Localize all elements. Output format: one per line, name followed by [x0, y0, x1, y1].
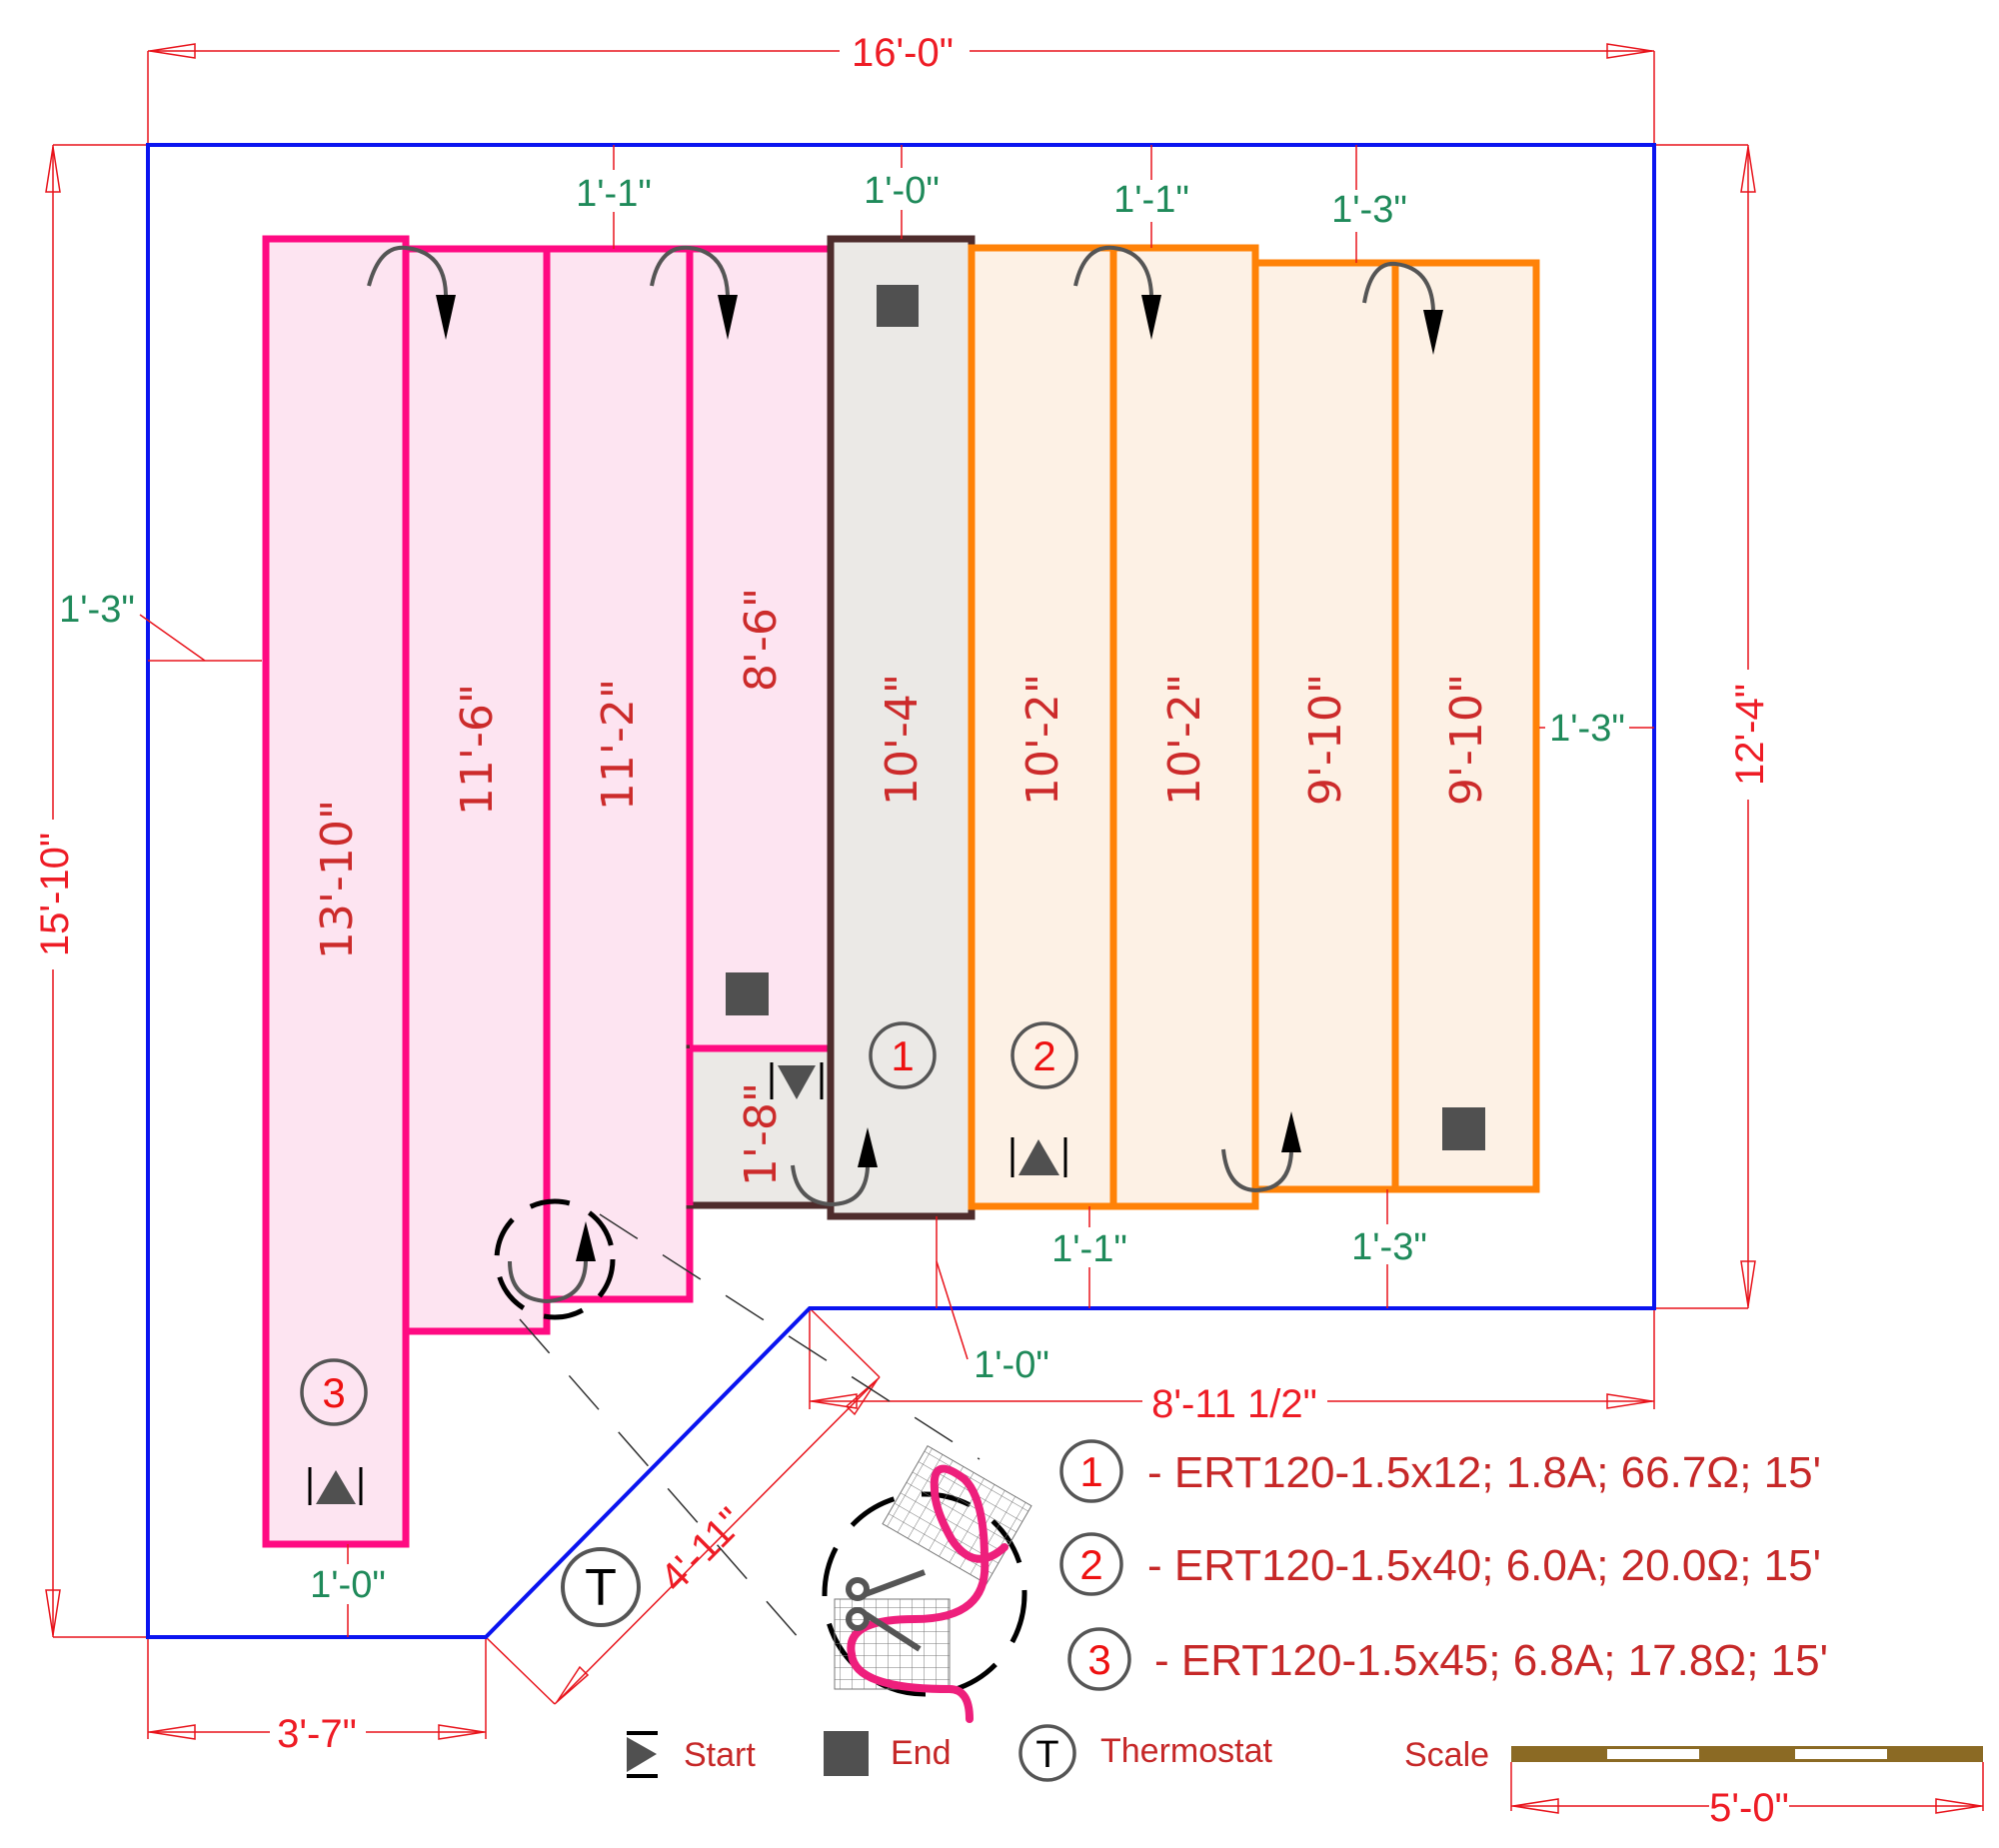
svg-text:Thermostat: Thermostat [1100, 1732, 1272, 1770]
symbol-key: Start End T Thermostat [627, 1724, 1272, 1782]
offset-bottom-orange-b: 1'-3" [1351, 1226, 1427, 1268]
left-height-dimension-label: 15'-10" [33, 833, 77, 956]
strip-2c [1251, 259, 1399, 1193]
strip-length-label: 10'-2" [1017, 674, 1068, 806]
key-start: Start [627, 1731, 756, 1778]
svg-text:T: T [585, 1559, 617, 1617]
thermostat-key-icon: T [1018, 1724, 1076, 1782]
strip-1b [827, 235, 976, 1220]
strip-3d [686, 245, 835, 1052]
mat-spec-row: 2 - ERT120-1.5x40; 6.0A; 20.0Ω; 15' [1059, 1532, 1821, 1596]
svg-text:1: 1 [891, 1032, 914, 1079]
thermostat-icon: T [561, 1547, 641, 1627]
mat-1 [686, 235, 976, 1220]
end-marker-icon [726, 972, 769, 1015]
start-marker-icon [308, 1467, 363, 1505]
end-marker-icon [877, 285, 919, 327]
offset-top-c: 1'-1" [1113, 179, 1189, 221]
key-end: End [824, 1731, 952, 1776]
scissors-icon [846, 1569, 927, 1652]
offset-top-a: 1'-1" [576, 173, 652, 215]
svg-text:- ERT120-1.5x40; 6.0A; 20.0Ω;: - ERT120-1.5x40; 6.0A; 20.0Ω; 15' [1147, 1541, 1821, 1590]
offset-left: 1'-3" [59, 589, 135, 631]
dimension-bottom-left-width: 3'-7" [147, 1637, 487, 1756]
key-thermostat: T Thermostat [1018, 1724, 1272, 1782]
turn-arrow-icon [1221, 1111, 1301, 1193]
cutting-detail-icon [822, 1445, 1032, 1723]
svg-text:2: 2 [1032, 1032, 1055, 1079]
offset-bottom-mat1: 1'-0" [974, 1344, 1049, 1386]
turn-arrow-icon [508, 1221, 596, 1304]
offset-top-d: 1'-3" [1331, 189, 1407, 231]
offset-bottom-orange-a: 1'-1" [1051, 1228, 1127, 1270]
dimension-bottom-right-width: 8'-11 1/2" [809, 1308, 1655, 1426]
svg-text:- ERT120-1.5x12; 1.8A; 66.7Ω;: - ERT120-1.5x12; 1.8A; 66.7Ω; 15' [1147, 1448, 1821, 1497]
mat-2-label: 2 [1010, 1021, 1078, 1089]
right-height-dimension-label: 12'-4" [1728, 684, 1772, 786]
turn-arrow-icon [650, 245, 738, 340]
strip-length-label: 10'-4" [877, 674, 928, 806]
svg-text:2: 2 [1079, 1541, 1102, 1588]
svg-text:End: End [891, 1734, 952, 1772]
scale-label: Scale [1404, 1736, 1489, 1774]
end-icon [824, 1731, 869, 1776]
mat-2 [968, 244, 1540, 1210]
svg-text:3: 3 [322, 1369, 345, 1416]
strip-length-label: 9'-10" [1441, 674, 1492, 806]
strip-3b [402, 245, 551, 1335]
width-dimension-label: 16'-0" [852, 31, 954, 75]
svg-text:Start: Start [684, 1736, 756, 1774]
turn-arrow-icon [367, 245, 456, 340]
offset-dimensions: 1'-1" 1'-0" 1'-1" 1'-3" 1'-3" 1'-3" 1'-0… [59, 145, 1654, 1637]
mat-spec-row: 3 - ERT120-1.5x45; 6.8A; 17.8Ω; 15' [1067, 1627, 1828, 1691]
turn-arrow-icon [791, 1127, 878, 1207]
offset-top-b: 1'-0" [864, 170, 940, 212]
strip-length-label: 13'-10" [312, 800, 363, 959]
scale-bar: Scale 5'-0" [1404, 1736, 1984, 1830]
scale-length-label: 5'-0" [1709, 1786, 1789, 1830]
start-icon [627, 1731, 658, 1778]
diagonal-dimension-label: 4'-11" [652, 1499, 753, 1600]
strip-length-labels: 13'-10" 11'-6" 11'-2" 8'-6" 1'-8" 10'-4"… [312, 588, 1492, 1186]
mat-3 [262, 235, 835, 1548]
dimension-left-height: 15'-10" [30, 144, 148, 1638]
strip-length-label: 11'-2" [593, 679, 644, 811]
strip-length-label: 1'-8" [736, 1082, 787, 1186]
strip-length-label: 10'-2" [1159, 674, 1210, 806]
bottom-left-width-label: 3'-7" [277, 1712, 357, 1756]
dimension-right-height: 12'-4" [1654, 144, 1772, 1309]
strip-length-label: 11'-6" [452, 684, 503, 816]
svg-text:T: T [1035, 1734, 1058, 1776]
strip-length-label: 8'-6" [736, 588, 787, 692]
strip-length-label: 9'-10" [1300, 674, 1351, 806]
svg-text:3: 3 [1087, 1636, 1110, 1683]
dimension-top-width: 16'-0" [147, 28, 1655, 145]
svg-text:- ERT120-1.5x45; 6.8A; 17.8Ω;: - ERT120-1.5x45; 6.8A; 17.8Ω; 15' [1154, 1636, 1828, 1685]
mat-spec-row: 1 - ERT120-1.5x12; 1.8A; 66.7Ω; 15' [1059, 1439, 1821, 1503]
offset-bottom-strip3: 1'-0" [310, 1564, 386, 1606]
start-marker-icon [770, 1062, 824, 1099]
turn-arrow-icon [1073, 245, 1161, 340]
turn-arrows [367, 245, 1443, 1304]
strip-2d [1391, 259, 1540, 1193]
mat-1-label: 1 [869, 1021, 937, 1089]
mat-spec-legend: 1 - ERT120-1.5x12; 1.8A; 66.7Ω; 15' 2 - … [1059, 1439, 1828, 1691]
turn-arrow-icon [1362, 261, 1443, 355]
end-marker-icon [1442, 1107, 1485, 1150]
room-outline [146, 143, 1656, 1639]
transition-detail-callout [494, 1198, 981, 1640]
strip-2b [1109, 244, 1259, 1210]
strip-2a [968, 244, 1117, 1210]
offset-right: 1'-3" [1549, 708, 1625, 750]
bottom-right-width-label: 8'-11 1/2" [1151, 1382, 1317, 1426]
start-marker-icon [1010, 1137, 1067, 1177]
mat-3-label: 3 [300, 1358, 368, 1426]
strip-3a [262, 235, 410, 1548]
svg-text:1: 1 [1079, 1448, 1102, 1495]
